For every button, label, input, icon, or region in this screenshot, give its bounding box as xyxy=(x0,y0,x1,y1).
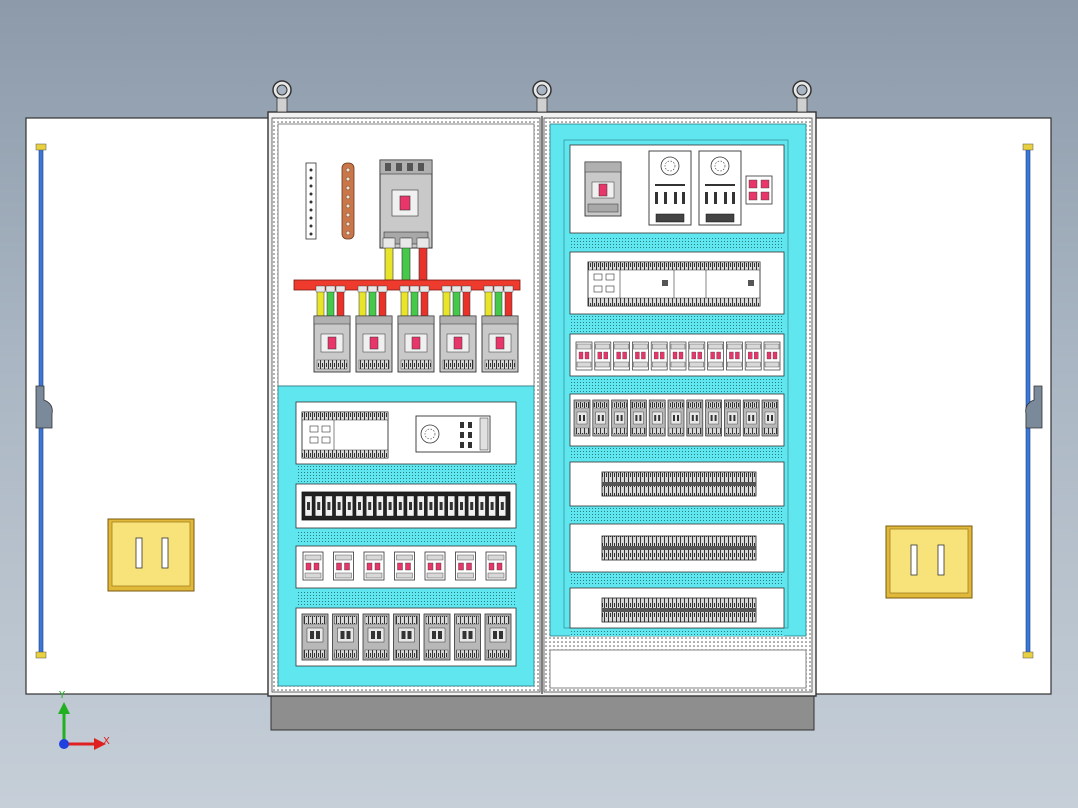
contactor-module[interactable] xyxy=(484,613,512,661)
right-small-switches[interactable] xyxy=(745,175,773,205)
main-breaker[interactable] xyxy=(379,159,433,249)
branch-breaker-handle[interactable] xyxy=(327,336,337,350)
right-door-latch xyxy=(1025,385,1043,429)
branch-breaker-handle[interactable] xyxy=(495,336,505,350)
ground-copper-bar xyxy=(341,162,355,240)
lifting-eye-icon xyxy=(792,80,812,113)
left-power-supply[interactable] xyxy=(415,415,491,453)
branch-breaker[interactable] xyxy=(397,315,435,373)
contactor-module[interactable] xyxy=(454,613,481,661)
relay-module[interactable] xyxy=(688,341,706,371)
left-relay-row xyxy=(302,551,507,581)
right-door xyxy=(811,117,1052,695)
left-contactor-row xyxy=(301,613,512,661)
relay-module[interactable] xyxy=(744,341,762,371)
contactor-module[interactable] xyxy=(667,399,685,437)
relay-module[interactable] xyxy=(485,551,507,581)
contactor-module[interactable] xyxy=(592,399,610,437)
right-relay-row xyxy=(575,341,781,371)
lifting-eyes xyxy=(272,80,812,113)
branch-breakers xyxy=(313,315,519,373)
left-door xyxy=(25,117,273,695)
branch-breaker-handle[interactable] xyxy=(453,336,463,350)
branch-breaker[interactable] xyxy=(355,315,393,373)
left-plc-module[interactable] xyxy=(301,411,389,459)
contactor-module[interactable] xyxy=(611,399,628,437)
relay-module[interactable] xyxy=(594,341,612,371)
relay-module[interactable] xyxy=(333,551,354,581)
right-power-supply-1[interactable] xyxy=(648,150,692,226)
right-terminal-blocks xyxy=(601,471,757,623)
relay-module[interactable] xyxy=(424,551,446,581)
axis-triad-icon: Y X xyxy=(58,690,110,750)
neutral-terminal-bar xyxy=(305,162,317,240)
relay-module[interactable] xyxy=(669,341,687,371)
distribution-busbar xyxy=(293,279,521,317)
terminal-block xyxy=(601,597,757,623)
left-terminal-strip xyxy=(301,491,511,521)
right-control-breaker[interactable] xyxy=(584,161,622,217)
relay-module[interactable] xyxy=(302,551,324,581)
branch-breaker[interactable] xyxy=(313,315,351,373)
main-breaker-output-wires xyxy=(382,237,430,281)
contactor-module[interactable] xyxy=(301,613,329,661)
lifting-eye-icon xyxy=(272,80,292,113)
right-bottom-plate xyxy=(549,649,807,689)
branch-breaker-handle[interactable] xyxy=(411,336,421,350)
contactor-module[interactable] xyxy=(648,399,666,437)
right-contactor-row xyxy=(573,399,779,437)
relay-module[interactable] xyxy=(707,341,724,371)
relay-module[interactable] xyxy=(613,341,630,371)
cabinet-plinth xyxy=(270,693,815,731)
left-door-latch xyxy=(35,385,53,429)
right-power-supply-2[interactable] xyxy=(698,150,742,226)
relay-module[interactable] xyxy=(455,551,476,581)
axis-x-label: X xyxy=(103,736,110,747)
contactor-module[interactable] xyxy=(761,399,779,437)
contactor-module[interactable] xyxy=(332,613,359,661)
relay-module[interactable] xyxy=(632,341,649,371)
left-section xyxy=(277,123,535,687)
contactor-module[interactable] xyxy=(724,399,741,437)
main-breaker-handle[interactable] xyxy=(399,195,411,211)
lifting-eye-icon xyxy=(532,80,552,113)
contactor-module[interactable] xyxy=(423,613,451,661)
contactor-module[interactable] xyxy=(573,399,591,437)
relay-module[interactable] xyxy=(650,341,668,371)
contactor-module[interactable] xyxy=(630,399,647,437)
right-plc-rack[interactable] xyxy=(587,261,761,307)
contactor-module[interactable] xyxy=(362,613,390,661)
right-door-hinge-rod xyxy=(1025,145,1031,657)
branch-breaker[interactable] xyxy=(481,315,519,373)
left-door-handle-icon[interactable] xyxy=(107,518,195,592)
relay-module[interactable] xyxy=(575,341,593,371)
terminal-block xyxy=(601,471,757,497)
branch-breaker[interactable] xyxy=(439,315,477,373)
contactor-module[interactable] xyxy=(686,399,704,437)
relay-module[interactable] xyxy=(763,341,781,371)
relay-module[interactable] xyxy=(726,341,743,371)
contactor-module[interactable] xyxy=(393,613,420,661)
terminal-block xyxy=(601,535,757,561)
relay-module[interactable] xyxy=(394,551,415,581)
right-door-handle-icon[interactable] xyxy=(885,525,973,599)
contactor-module[interactable] xyxy=(705,399,722,437)
axis-y-label: Y xyxy=(58,690,66,701)
relay-module[interactable] xyxy=(363,551,385,581)
branch-breaker-handle[interactable] xyxy=(369,336,379,350)
contactor-module[interactable] xyxy=(742,399,760,437)
right-section xyxy=(549,123,807,689)
